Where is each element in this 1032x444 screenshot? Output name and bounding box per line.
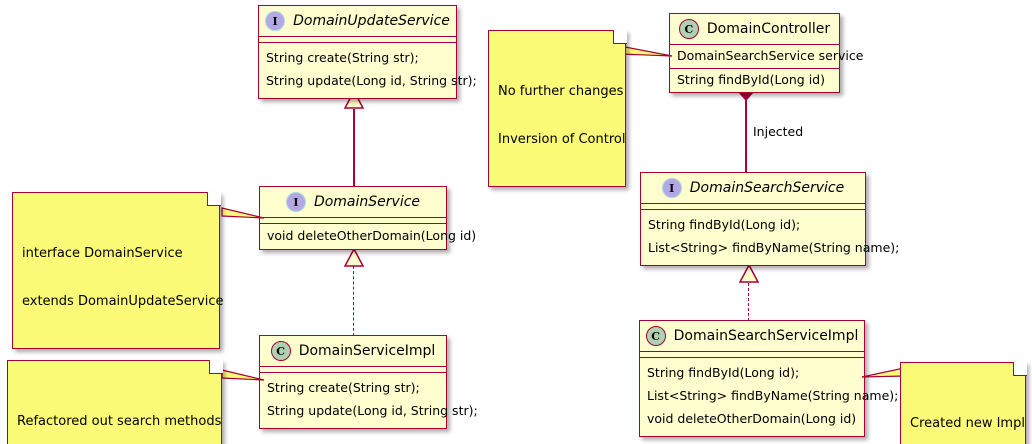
class-header-domain-service-impl: C DomainServiceImpl: [260, 336, 446, 367]
note-line: Inversion of Control: [498, 132, 626, 147]
class-empty-attributes-compartment: [259, 37, 456, 43]
class-name-domain-search-service: DomainSearchService: [689, 180, 845, 196]
note-fold-corner-icon: [1012, 361, 1027, 376]
class-member: String findById(Long id);: [647, 365, 800, 380]
edge-extends-line: [353, 108, 355, 187]
class-member: String findById(Long id): [677, 72, 825, 87]
class-header-domain-update-service: I DomainUpdateService: [259, 6, 456, 37]
class-member: List<String> findByName(String name);: [648, 240, 900, 255]
note-fold-corner-icon: [612, 29, 627, 44]
class-methods-compartment-domain-search-service: String findById(Long id); List<String> f…: [641, 210, 900, 265]
class-header-domain-controller: C DomainController: [670, 14, 839, 45]
note-interface-extends[interactable]: interface DomainService extends DomainUp…: [12, 191, 224, 349]
note-inversion-of-control[interactable]: No further changes Inversion of Control: [488, 29, 627, 187]
class-empty-attributes-compartment: [640, 352, 864, 358]
class-empty-attributes-compartment: [260, 218, 446, 224]
note-ioc-leader-line: [619, 45, 673, 57]
class-member: String create(String str);: [266, 50, 419, 65]
interface-icon: I: [661, 178, 682, 198]
note-fold-corner-icon: [208, 359, 223, 374]
edge-injected-line: [745, 92, 747, 172]
class-field: DomainSearchService service: [677, 48, 864, 63]
interface-icon: I: [265, 11, 286, 31]
class-name-domain-update-service: DomainUpdateService: [293, 13, 450, 29]
class-empty-attributes-compartment: [641, 204, 865, 210]
class-name-domain-controller: DomainController: [706, 21, 831, 37]
edge-realize-service-line: [353, 266, 354, 336]
note-refactored-leader-line: [221, 369, 265, 381]
class-methods-compartment-domain-service-impl: String create(String str); String update…: [260, 373, 478, 428]
class-box-domain-search-service[interactable]: I DomainSearchService String findById(Lo…: [640, 172, 900, 266]
edge-extends-arrowhead-outline: [343, 89, 365, 109]
note-created-new-impl[interactable]: Created new Impl: [900, 361, 1027, 444]
class-member: String create(String str);: [267, 380, 420, 395]
note-line: Created new Impl: [910, 416, 1025, 431]
class-box-domain-update-service[interactable]: I DomainUpdateService String create(Stri…: [258, 5, 477, 99]
note-line: No further changes: [498, 84, 624, 99]
class-name-domain-service: DomainService: [313, 194, 421, 210]
class-box-domain-controller[interactable]: C DomainController DomainSearchService s…: [669, 13, 864, 93]
class-methods-compartment-domain-update-service: String create(String str); String update…: [259, 43, 477, 98]
edge-injected-label: Injected: [753, 124, 804, 139]
class-name-domain-service-impl: DomainServiceImpl: [298, 343, 436, 359]
class-header-domain-service: I DomainService: [260, 187, 446, 218]
edge-realize-search-line: [748, 283, 749, 321]
class-icon: C: [645, 326, 666, 346]
class-member: List<String> findByName(String name);: [647, 388, 899, 403]
class-member: void deleteOtherDomain(Long id): [647, 411, 857, 426]
edge-realize-search-arrowhead: [738, 263, 760, 283]
note-line: interface DomainService: [22, 246, 183, 261]
class-member: String findById(Long id);: [648, 217, 801, 232]
class-icon: C: [678, 19, 699, 39]
note-line: extends DomainUpdateService: [22, 294, 224, 309]
class-empty-attributes-compartment: [260, 367, 446, 373]
class-box-domain-search-service-impl[interactable]: C DomainSearchServiceImpl String findByI…: [639, 320, 899, 437]
interface-icon: I: [285, 192, 306, 212]
note-refactored-out-search-methods[interactable]: Refactored out search methods: [7, 359, 223, 444]
class-member: String update(Long id, String str);: [266, 73, 477, 88]
class-member: void deleteOtherDomain(Long id): [267, 228, 477, 243]
class-name-domain-search-service-impl: DomainSearchServiceImpl: [673, 328, 859, 344]
class-box-domain-service[interactable]: I DomainService void deleteOtherDomain(L…: [259, 186, 477, 250]
edge-realize-service-arrowhead: [343, 247, 365, 267]
note-fold-corner-icon: [206, 191, 221, 206]
class-icon: C: [270, 341, 291, 361]
class-fields-compartment-domain-controller: DomainSearchService service: [670, 45, 864, 69]
class-header-domain-search-service-impl: C DomainSearchServiceImpl: [640, 321, 864, 352]
class-methods-compartment-domain-service: void deleteOtherDomain(Long id): [260, 224, 477, 249]
class-methods-compartment-domain-search-service-impl: String findById(Long id); List<String> f…: [640, 358, 899, 436]
note-interface-extends-leader-line: [221, 207, 265, 219]
class-box-domain-service-impl[interactable]: C DomainServiceImpl String create(String…: [259, 335, 478, 429]
class-member: String update(Long id, String str);: [267, 403, 478, 418]
class-header-domain-search-service: I DomainSearchService: [641, 173, 865, 204]
note-line: Refactored out search methods: [17, 414, 222, 429]
class-methods-compartment-domain-controller: String findById(Long id): [670, 69, 839, 92]
